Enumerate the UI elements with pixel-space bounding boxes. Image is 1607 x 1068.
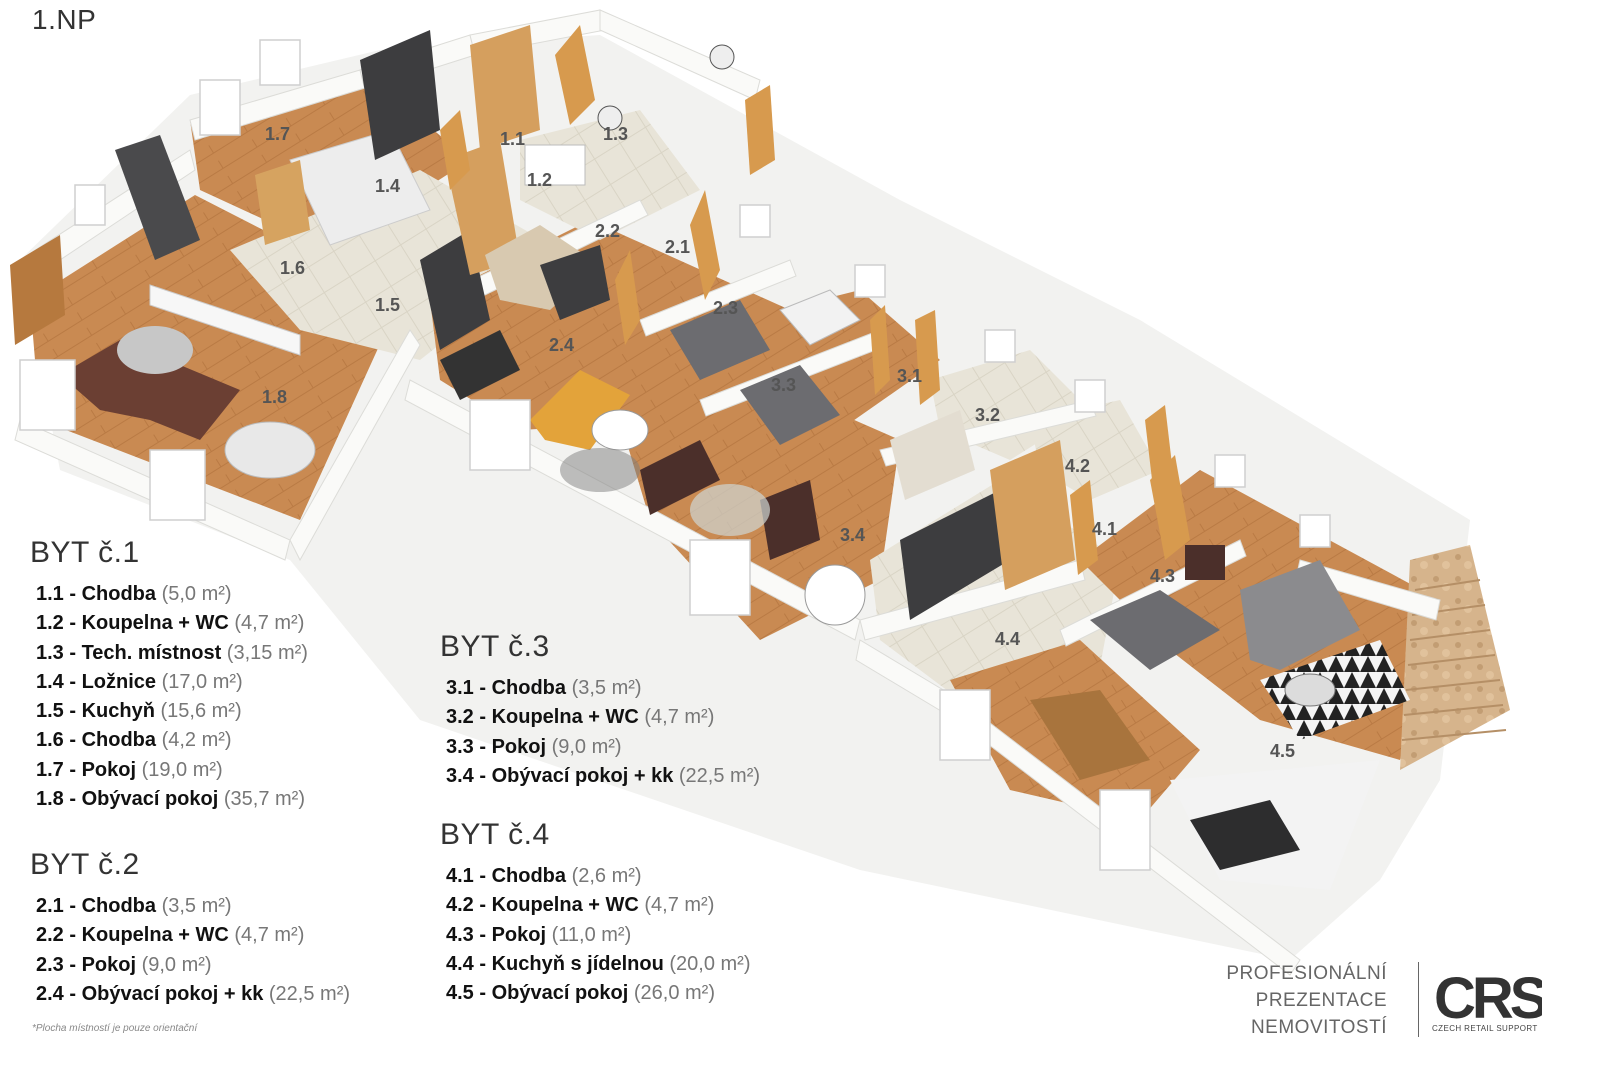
room-item: 2.1 - Chodba (3,5 m²) — [36, 895, 232, 917]
room-item: 1.8 - Obývací pokoj (35,7 m²) — [36, 788, 305, 811]
room-label-1-7: 1.7 — [265, 124, 290, 144]
tagline-line-2: PREZENTACE — [1255, 990, 1387, 1011]
tagline-line-3: NEMOVITOSTÍ — [1250, 1017, 1387, 1038]
room-label-1-1: 1.1 — [500, 129, 525, 149]
room-label-1-8: 1.8 — [262, 387, 287, 407]
room-label-3-4: 3.4 — [840, 525, 865, 545]
room-item: 1.4 - Ložnice (17,0 m²) — [36, 670, 243, 693]
room-label-1-5: 1.5 — [375, 295, 400, 315]
room-label-4-4: 4.4 — [995, 629, 1020, 649]
apartment-title: BYT č.4 — [440, 818, 550, 851]
room-item: 2.2 - Koupelna + WC (4,7 m²) — [36, 924, 305, 947]
room-item: 4.2 - Koupelna + WC (4,7 m²) — [446, 894, 715, 917]
room-list: 4.1 - Chodba (2,6 m²) 4.2 - Koupelna + W… — [440, 862, 751, 1008]
room-label-1-3: 1.3 — [603, 124, 628, 144]
room-label-1-6: 1.6 — [280, 258, 305, 278]
sofa-1-8 — [60, 340, 240, 440]
room-item: 1.5 - Kuchyň (15,6 m²) — [36, 700, 242, 723]
apartment-title: BYT č.2 — [30, 848, 140, 881]
branding-tagline: PROFESIONÁLNÍ PREZENTACE NEMOVITOSTÍ — [1226, 960, 1387, 1041]
floor-title: 1.NP — [32, 4, 97, 35]
room-item: 1.3 - Tech. místnost (3,15 m²) — [36, 641, 308, 664]
room-label-4-1: 4.1 — [1092, 519, 1117, 539]
sofa-4-5 — [1240, 560, 1360, 670]
sofa-2-4 — [530, 370, 630, 450]
tagline-line-1: PROFESIONÁLNÍ — [1226, 963, 1387, 984]
room-label-4-3: 4.3 — [1150, 566, 1175, 586]
room-item: 1.1 - Chodba (5,0 m²) — [36, 583, 232, 605]
room-item: 4.1 - Chodba (2,6 m²) — [446, 865, 642, 887]
room-item: 1.2 - Koupelna + WC (4,7 m²) — [36, 612, 305, 635]
room-item: 1.7 - Pokoj (19,0 m²) — [36, 758, 223, 781]
apartment-legend-2: BYT č.2 2.1 - Chodba (3,5 m²) 2.2 - Koup… — [30, 848, 350, 1009]
brand-divider — [1418, 962, 1419, 1037]
coffee-table-1-8 — [117, 326, 193, 374]
room-labels: 1.7 1.1 1.3 1.4 1.2 2.2 2.1 1.6 1.5 2.3 … — [262, 124, 1295, 761]
apartment-legend-1: BYT č.1 1.1 - Chodba (5,0 m²) 1.2 - Koup… — [30, 536, 308, 814]
room-label-3-1: 3.1 — [897, 366, 922, 386]
room-label-3-2: 3.2 — [975, 405, 1000, 425]
room-item: 2.3 - Pokoj (9,0 m²) — [36, 953, 212, 976]
room-item: 3.4 - Obývací pokoj + kk (22,5 m²) — [446, 764, 761, 787]
room-label-1-4: 1.4 — [375, 176, 400, 196]
room-label-2-1: 2.1 — [665, 237, 690, 257]
room-list: 3.1 - Chodba (3,5 m²) 3.2 - Koupelna + W… — [440, 674, 760, 791]
windows — [19, 39, 1331, 871]
room-label-2-2: 2.2 — [595, 221, 620, 241]
apartment-legend-3: BYT č.3 3.1 - Chodba (3,5 m²) 3.2 - Koup… — [440, 630, 760, 791]
room-label-2-4: 2.4 — [549, 335, 574, 355]
room-item: 3.3 - Pokoj (9,0 m²) — [446, 735, 622, 758]
room-label-1-2: 1.2 — [527, 170, 552, 190]
room-label-2-3: 2.3 — [713, 298, 738, 318]
room-item: 1.6 - Chodba (4,2 m²) — [36, 729, 232, 752]
apartment-legend-4: BYT č.4 4.1 - Chodba (2,6 m²) 4.2 - Koup… — [440, 818, 751, 1008]
crs-logo: CRS — [1434, 966, 1542, 1031]
room-item: 4.3 - Pokoj (11,0 m²) — [446, 923, 632, 946]
room-list: 1.1 - Chodba (5,0 m²) 1.2 - Koupelna + W… — [30, 580, 308, 814]
doors — [440, 25, 1190, 575]
room-item: 2.4 - Obývací pokoj + kk (22,5 m²) — [36, 982, 351, 1005]
apartment-title: BYT č.3 — [440, 630, 550, 663]
room-item: 3.1 - Chodba (3,5 m²) — [446, 677, 642, 699]
svg-text:CRS: CRS — [1434, 966, 1542, 1031]
room-label-4-2: 4.2 — [1065, 456, 1090, 476]
room-item: 4.5 - Obývací pokoj (26,0 m²) — [446, 982, 715, 1005]
logo-subtitle: CZECH RETAIL SUPPORT — [1432, 1024, 1538, 1033]
room-label-3-3: 3.3 — [771, 375, 796, 395]
apartment-title: BYT č.1 — [30, 536, 140, 569]
room-item: 3.2 - Koupelna + WC (4,7 m²) — [446, 706, 715, 729]
area-footnote: *Plocha místností je pouze orientační — [32, 1023, 198, 1034]
room-item: 4.4 - Kuchyň s jídelnou (20,0 m²) — [446, 952, 751, 975]
room-list: 2.1 - Chodba (3,5 m²) 2.2 - Koupelna + W… — [30, 892, 350, 1009]
room-label-4-5: 4.5 — [1270, 741, 1295, 761]
